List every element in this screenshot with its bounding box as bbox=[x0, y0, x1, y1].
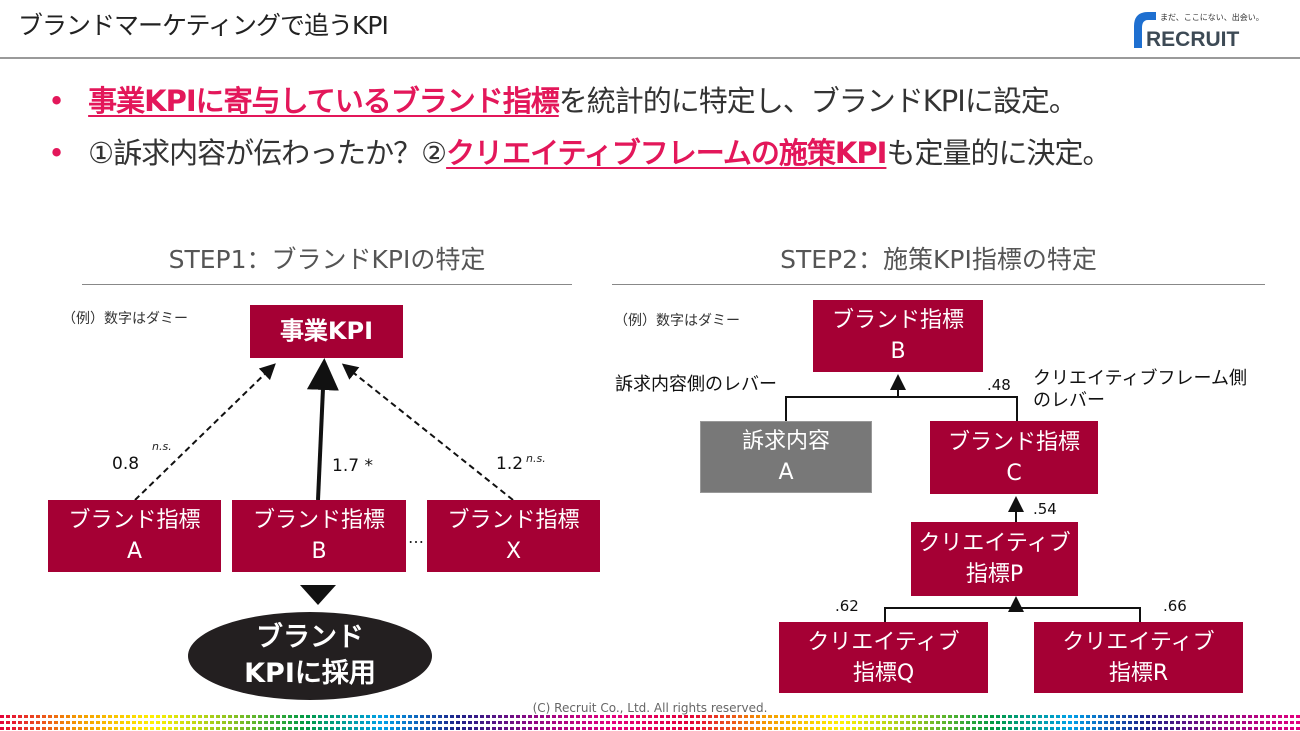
coef-value: 1.7 bbox=[332, 456, 360, 476]
step1-heading: STEP1：ブランドKPIの特定 bbox=[168, 245, 486, 274]
box-label: 訴求内容 bbox=[741, 429, 830, 454]
step2-heading: STEP2：施策KPI指標の特定 bbox=[780, 245, 1097, 274]
box-label: 指標P bbox=[965, 562, 1024, 587]
creative-index-r: クリエイティブ指標R bbox=[1034, 622, 1243, 693]
box-label: A bbox=[126, 539, 143, 564]
coef-sig: n.s. bbox=[526, 452, 546, 465]
coef-r: .66 bbox=[1163, 597, 1187, 615]
coef-sig: n.s. bbox=[152, 440, 172, 453]
coef-b: 1.7 * bbox=[332, 456, 373, 476]
adopted-as-brand-kpi: ブランド KPIに採用 bbox=[188, 612, 432, 700]
dummy-note: （例）数字はダミー bbox=[614, 313, 740, 329]
brand-index-c: ブランド指標 C bbox=[930, 421, 1098, 494]
coef-sig: * bbox=[364, 456, 373, 476]
footer-dots-row bbox=[0, 727, 1300, 730]
appeal-content-a: 訴求内容 A bbox=[700, 421, 872, 493]
coef-a: 0.8 bbox=[112, 454, 139, 474]
copyright: (C) Recruit Co., Ltd. All rights reserve… bbox=[532, 701, 768, 715]
arrow-x-to-kpi bbox=[341, 363, 514, 501]
box-label: クリエイティブ bbox=[807, 629, 960, 655]
brand-index-x: ブランド指標 X bbox=[427, 500, 600, 572]
box-label: C bbox=[1006, 460, 1022, 486]
box-label: ブランド指標 bbox=[252, 508, 385, 533]
svg-text:RECRUIT: RECRUIT bbox=[1146, 28, 1240, 50]
lever-line: のレバー bbox=[1033, 390, 1105, 411]
coef-x: 1.2 bbox=[496, 454, 523, 474]
lever-line: クリエイティブフレーム側 bbox=[1033, 368, 1248, 389]
bullet-2: •①訴求内容が伝わったか？②クリエイティブフレームの施策KPIも定量的に決定。 bbox=[48, 136, 1111, 170]
brand-index-b-top: ブランド指標 B bbox=[813, 300, 983, 372]
bullet-highlight: 事業KPIに寄与しているブランド指標 bbox=[88, 84, 560, 118]
arrow-a-to-kpi bbox=[134, 363, 276, 501]
coef-value: 0.8 bbox=[112, 454, 140, 474]
slide-title: ブランドマーケティングで追うKPI bbox=[18, 11, 389, 40]
bullet-text: ①訴求内容が伝わったか？② bbox=[88, 136, 447, 170]
bullet-text: も定量的に決定。 bbox=[886, 136, 1111, 170]
arrow-b-to-kpi bbox=[306, 358, 339, 501]
coef-p: .54 bbox=[1033, 500, 1057, 518]
box-label: 指標R bbox=[1108, 660, 1169, 686]
step2-divider bbox=[612, 284, 1265, 285]
box-label: X bbox=[505, 539, 522, 564]
box-label: クリエイティブ bbox=[918, 531, 1071, 556]
step1-divider bbox=[82, 284, 572, 285]
dummy-note: （例）数字はダミー bbox=[62, 311, 188, 327]
bullet-1: •事業KPIに寄与しているブランド指標を統計的に特定し、ブランドKPIに設定。 bbox=[48, 84, 1078, 118]
brand-index-a: ブランド指標 A bbox=[48, 500, 221, 572]
appeal-lever-label: 訴求内容側のレバー bbox=[615, 374, 777, 395]
box-label: 指標Q bbox=[852, 660, 915, 686]
recruit-logo: まだ、ここにない、出会い。 RECRUIT bbox=[1130, 6, 1270, 51]
recruit-logo-icon: まだ、ここにない、出会い。 RECRUIT bbox=[1134, 12, 1264, 51]
coef-value: 1.2 bbox=[496, 454, 524, 474]
svg-text:まだ、ここにない、出会い。: まだ、ここにない、出会い。 bbox=[1160, 12, 1264, 22]
business-kpi-box: 事業KPI bbox=[250, 305, 403, 358]
brand-index-b: ブランド指標 B bbox=[232, 500, 406, 572]
box-label: クリエイティブ bbox=[1062, 629, 1215, 655]
ellipse-label: ブランド bbox=[256, 622, 364, 653]
box-label: ブランド指標 bbox=[947, 429, 1080, 455]
creative-index-q: クリエイティブ指標Q bbox=[779, 622, 988, 693]
coef-q: .62 bbox=[835, 597, 859, 615]
ellipse-label: KPIに採用 bbox=[244, 658, 376, 689]
box-label: A bbox=[778, 460, 794, 485]
header-divider bbox=[0, 57, 1300, 59]
box-label: ブランド指標 bbox=[68, 508, 201, 533]
box-label: B bbox=[311, 539, 327, 564]
creative-frame-lever-label: クリエイティブフレーム側のレバー bbox=[1033, 368, 1247, 412]
footer-dots-row bbox=[0, 715, 1300, 718]
box-label: B bbox=[890, 339, 906, 364]
coef-c: .48 bbox=[987, 376, 1011, 394]
box-label: ブランド指標 bbox=[447, 508, 580, 533]
connector-q-r bbox=[884, 607, 1141, 622]
bullet-text: を統計的に特定し、ブランドKPIに設定。 bbox=[558, 84, 1078, 118]
box-label: ブランド指標 bbox=[831, 308, 964, 333]
down-triangle-icon bbox=[300, 585, 336, 605]
connector-a-c bbox=[785, 396, 1018, 421]
ellipsis: … bbox=[408, 528, 424, 547]
box-label: 事業KPI bbox=[279, 317, 374, 345]
bullet-highlight: クリエイティブフレームの施策KPI bbox=[446, 136, 887, 170]
footer-dots-row bbox=[0, 721, 1300, 724]
creative-index-p: クリエイティブ指標P bbox=[911, 522, 1078, 596]
